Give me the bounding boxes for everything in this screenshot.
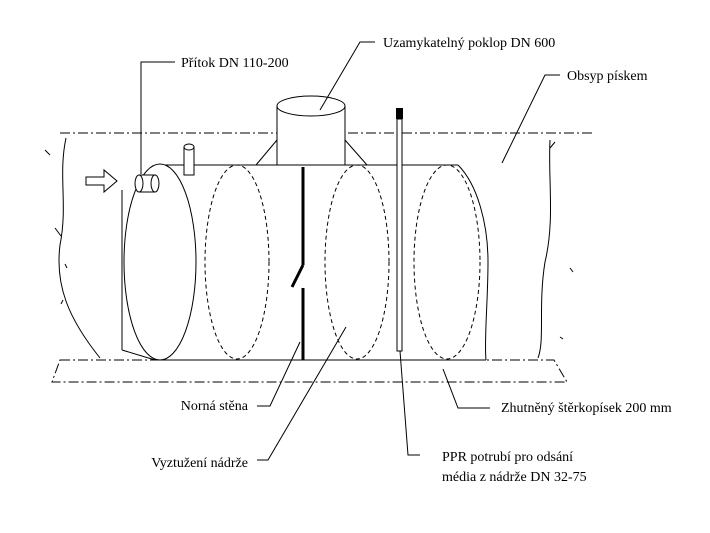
ppr-pipe-tube	[396, 118, 403, 352]
ppr-pipe	[396, 108, 403, 352]
label-gravel-bed: Zhutněný štěrkopísek 200 mm	[501, 401, 672, 416]
reinforcement-ring-2	[324, 164, 390, 360]
leader-ppr	[399, 350, 420, 456]
manhole-lid	[276, 95, 346, 117]
manhole	[255, 95, 368, 166]
tank-front-end	[123, 163, 197, 361]
reinforcement-ring-3	[413, 164, 481, 360]
label-manhole: Uzamykatelný poklop DN 600	[383, 36, 555, 51]
tank-body	[121, 163, 489, 361]
label-weir-wall: Norná stěna	[181, 399, 249, 414]
leader-inflow	[140, 61, 175, 174]
label-inflow: Přítok DN 110-200	[181, 56, 289, 71]
weir-wall	[290, 167, 305, 360]
reinforcement-ring-1	[204, 164, 270, 360]
inflow-arrow-icon	[85, 168, 118, 194]
vent-pipe	[183, 143, 195, 176]
reinforcement-rings	[204, 164, 481, 360]
soil-texture	[44, 137, 574, 359]
leader-weir	[257, 341, 301, 407]
leader-manhole	[319, 41, 375, 111]
leader-sand	[501, 74, 560, 164]
tank-rear-end	[457, 164, 489, 361]
gravel-bed-outline	[51, 359, 568, 383]
leader-gravel	[442, 368, 490, 409]
ppr-pipe-cap	[396, 108, 403, 119]
leader-reinforcement	[257, 326, 347, 461]
inflow-pipe	[134, 174, 160, 193]
label-ppr-pipe-line2: média z nádrže DN 32-75	[442, 470, 587, 485]
label-reinforcement: Vyztužení nádrže	[151, 456, 248, 471]
label-sand-backfill: Obsyp pískem	[567, 69, 648, 84]
label-ppr-pipe-line1: PPR potrubí pro odsání	[442, 450, 573, 465]
tank-back-bottom-edge	[121, 349, 156, 361]
leader-lines	[140, 41, 560, 461]
